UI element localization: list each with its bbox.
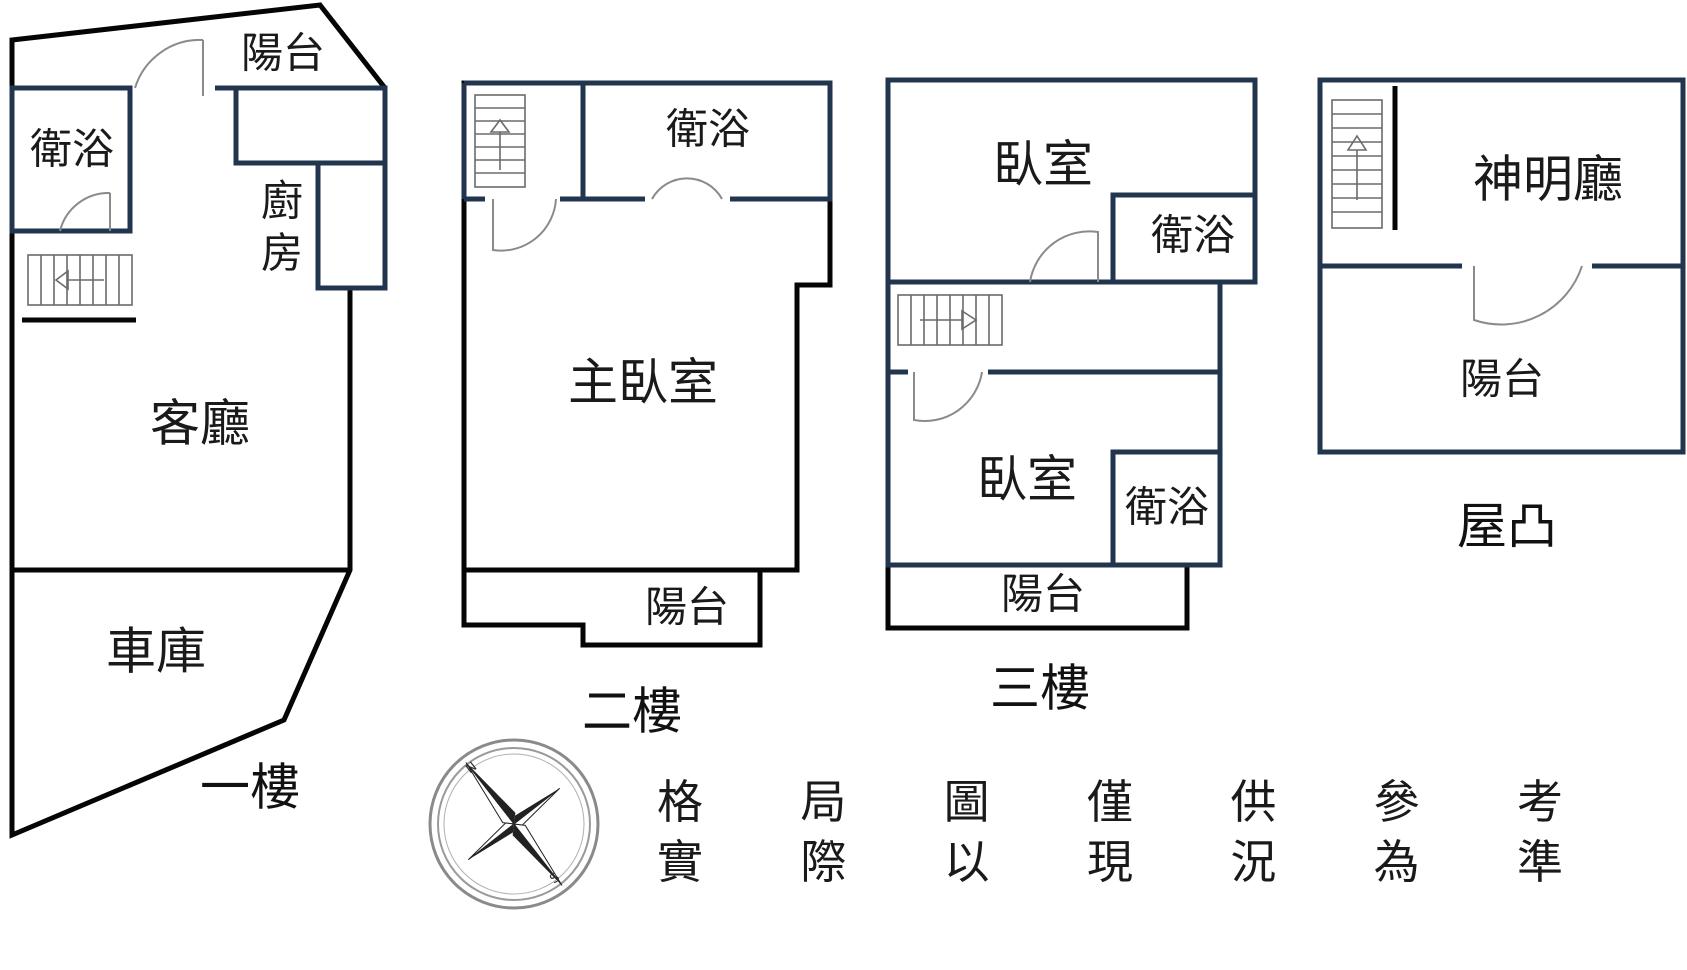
floor-3-balcony-label: 陽台 xyxy=(1001,570,1085,619)
roof-stairs xyxy=(1331,99,1383,229)
disclaimer-char: 供 xyxy=(1230,775,1277,829)
floor-1-plan: 陽台 衛浴 廚 房 客廳 車庫 一樓 xyxy=(9,2,388,839)
floor-2-stairs xyxy=(474,94,526,188)
disclaimer-char: 考 xyxy=(1516,775,1563,829)
floor-2-plan: 衛浴 主臥室 陽台 二樓 xyxy=(461,80,833,741)
roof-balcony-label: 陽台 xyxy=(1460,355,1544,404)
roof-shrine-label: 神明廳 xyxy=(1473,151,1623,209)
disclaimer-char: 為 xyxy=(1373,835,1420,889)
disclaimer-char: 況 xyxy=(1230,835,1277,889)
floor-2-master-label: 主臥室 xyxy=(568,354,718,412)
floor-1-balcony-label: 陽台 xyxy=(241,29,325,78)
floor-1-bath-label: 衛浴 xyxy=(30,125,114,174)
floor-1-garage-label: 車庫 xyxy=(106,623,206,681)
roof-title: 屋凸 xyxy=(1457,498,1557,556)
floor-3-bath-1-label: 衛浴 xyxy=(1151,211,1235,260)
floor-3-bedroom-1-label: 臥室 xyxy=(993,136,1093,194)
floor-3-plan: 臥室 衛浴 臥室 衛浴 陽台 三樓 xyxy=(885,77,1258,718)
floor-2-title: 二樓 xyxy=(582,683,682,741)
floor-1-kitchen-label-top: 廚 xyxy=(261,177,303,226)
disclaimer-char: 參 xyxy=(1373,775,1420,829)
floor-1-stairs xyxy=(22,254,136,323)
disclaimer-char: 圖 xyxy=(943,775,990,829)
disclaimer-row-2: 實 際 以 現 況 為 準 xyxy=(650,832,1570,892)
disclaimer-char: 現 xyxy=(1086,835,1133,889)
disclaimer-block: 格 局 圖 僅 供 參 考 實 際 以 現 況 為 準 xyxy=(650,772,1570,902)
floor-1-living-label: 客廳 xyxy=(150,395,250,453)
disclaimer-row-1: 格 局 圖 僅 供 參 考 xyxy=(650,772,1570,832)
disclaimer-char: 準 xyxy=(1516,835,1563,889)
roof-plan: 神明廳 陽台 屋凸 xyxy=(1317,77,1686,556)
floor-1-title: 一樓 xyxy=(200,759,300,817)
disclaimer-char: 格 xyxy=(657,775,703,829)
floor-3-bath-2-label: 衛浴 xyxy=(1125,483,1209,532)
disclaimer-char: 局 xyxy=(800,775,847,829)
disclaimer-char: 僅 xyxy=(1086,775,1133,829)
floor-2-balcony-label: 陽台 xyxy=(645,583,729,632)
floor-3-stairs xyxy=(897,294,1003,346)
floor-1-kitchen-label-bottom: 房 xyxy=(261,229,303,278)
compass-icon: N S xyxy=(428,738,600,910)
floor-3-title: 三樓 xyxy=(990,660,1090,718)
disclaimer-char: 實 xyxy=(657,835,703,889)
disclaimer-char: 際 xyxy=(800,835,847,889)
disclaimer-char: 以 xyxy=(943,835,990,889)
floor-2-bath-label: 衛浴 xyxy=(666,105,750,154)
floor-3-bedroom-2-label: 臥室 xyxy=(977,451,1077,509)
